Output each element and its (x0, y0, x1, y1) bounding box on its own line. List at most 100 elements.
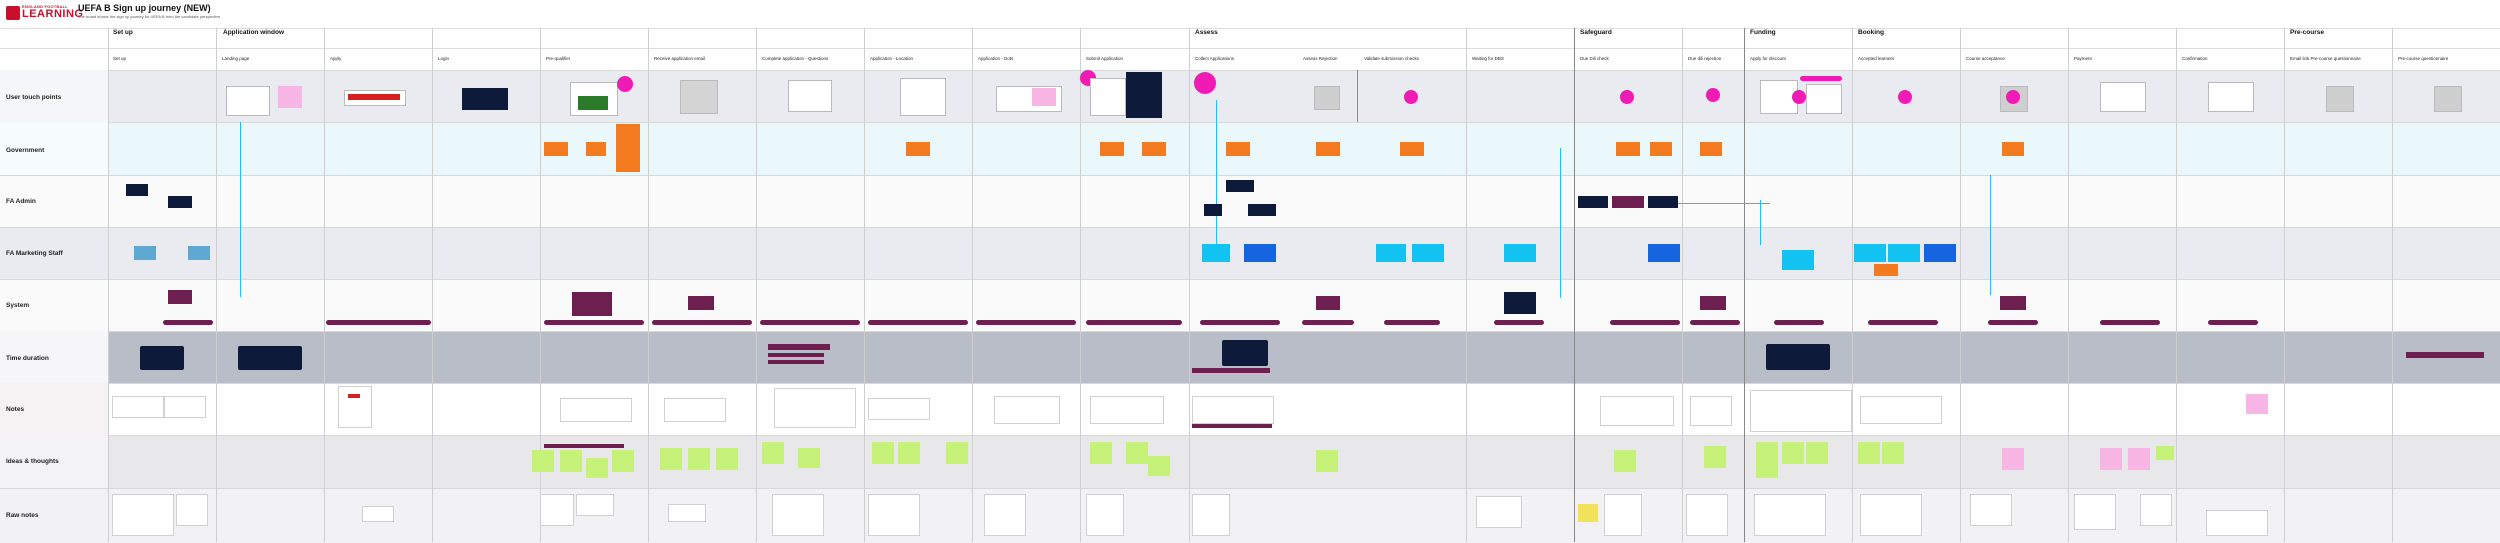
idea-sticky (560, 450, 582, 472)
step-row (0, 48, 2500, 72)
column-divider (1852, 28, 1853, 542)
landing-page-thumbnail (226, 86, 270, 116)
step-label: Confirmation (2182, 56, 2208, 61)
confirmation-thumbnail (2208, 82, 2254, 112)
board-title: UEFA B Sign up journey (NEW) (78, 3, 211, 13)
staff-card (134, 246, 156, 260)
sticky-note (2002, 448, 2024, 470)
badge-icon (1194, 72, 1216, 94)
idea-sticky (872, 442, 894, 464)
note-card (338, 386, 372, 428)
phase-label: Funding (1750, 29, 1776, 36)
step-label: Pre-qualifier (546, 56, 571, 61)
idea-sticky (1126, 442, 1148, 464)
step-label: Apply (330, 56, 342, 61)
apply-banner (348, 94, 400, 100)
admin-card (1612, 196, 1644, 208)
column-divider (540, 28, 541, 542)
column-divider (756, 28, 757, 542)
staff-card (1504, 244, 1536, 262)
idea-sticky (586, 458, 608, 478)
step-label: Accepted learners (1858, 56, 1895, 61)
note-card (164, 396, 206, 418)
idea-sticky (660, 448, 682, 470)
raw-note (2140, 494, 2172, 526)
step-label: Set up (113, 56, 127, 61)
idea-sticky (762, 442, 784, 464)
lane-ideas-thoughts (0, 435, 2500, 489)
staff-card (1412, 244, 1444, 262)
note-card (1690, 396, 1732, 426)
government-card (1616, 142, 1640, 156)
raw-note (1476, 496, 1522, 528)
column-divider (972, 28, 973, 542)
government-card (1700, 142, 1722, 156)
step-pill (1200, 320, 1280, 325)
note-card (1600, 396, 1674, 426)
board-subtitle: The board shows the sign up journey for … (78, 14, 221, 19)
pain-point-dot (617, 76, 633, 92)
idea-sticky (1806, 442, 1828, 464)
phase-label: Application window (223, 29, 285, 36)
lane-government (0, 122, 2500, 176)
phase-label: Set up (113, 29, 133, 36)
step-label: Assess Rejection (1303, 56, 1338, 61)
phase-row (0, 28, 2500, 49)
idea-sticky (1858, 442, 1880, 464)
step-pill (1086, 320, 1182, 325)
step-label: Email link Pre-course questionnaire (2290, 56, 2361, 61)
duration-tag (768, 344, 830, 350)
sticky-note (2100, 448, 2122, 470)
questionnaire-placeholder (2434, 86, 2462, 112)
system-card (688, 296, 714, 310)
note-card (1192, 396, 1274, 424)
column-divider (1682, 28, 1683, 542)
step-label: Due dili rejection (1688, 56, 1722, 61)
duration-tag (768, 360, 824, 364)
government-card (2002, 142, 2024, 156)
government-card (586, 142, 606, 156)
step-pill (1988, 320, 2038, 325)
duration-tag (2406, 352, 2484, 358)
idea-sticky (612, 450, 634, 472)
admin-card (168, 196, 192, 208)
column-divider (2068, 28, 2069, 542)
lane-user-touch-points (0, 70, 2500, 123)
note-tag (1192, 424, 1272, 428)
flow-connector (1660, 203, 1770, 204)
government-card (1142, 142, 1166, 156)
step-label: Due Dili check (1580, 56, 1609, 61)
step-pill (326, 320, 431, 325)
idea-sticky (1756, 442, 1778, 478)
admin-card (1204, 204, 1222, 216)
step-label: Receive application email (654, 56, 706, 61)
note-card (1090, 396, 1164, 424)
idea-sticky (1782, 442, 1804, 464)
idea-sticky (1614, 450, 1636, 472)
system-card (168, 290, 192, 304)
flow-connector (1990, 175, 1991, 295)
sticky-note (1032, 88, 1056, 106)
idea-sticky (1148, 456, 1170, 476)
lane-header (0, 435, 108, 488)
government-card (1226, 142, 1250, 156)
system-card (2000, 296, 2026, 310)
admin-card (1578, 196, 1608, 208)
step-pill (868, 320, 968, 325)
raw-note (1970, 494, 2012, 526)
column-divider (864, 28, 865, 542)
government-card (1316, 142, 1340, 156)
step-pill (652, 320, 752, 325)
pre-qualifier-image (578, 96, 608, 110)
system-card (1316, 296, 1340, 310)
column-divider (216, 28, 217, 542)
step-pill (1774, 320, 1824, 325)
idea-sticky (688, 448, 710, 470)
raw-note (868, 494, 920, 536)
column-divider (2176, 28, 2177, 542)
column-divider (1357, 70, 1358, 122)
column-divider (648, 28, 649, 542)
location-thumbnail (900, 78, 946, 116)
admin-card (126, 184, 148, 196)
column-divider (324, 28, 325, 542)
